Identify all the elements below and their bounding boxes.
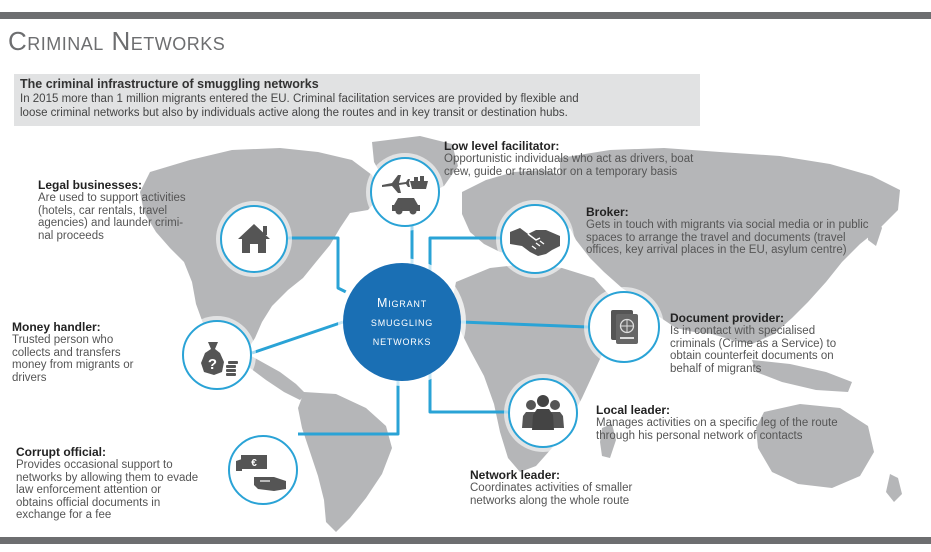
center-node: Migrant smuggling networks [343, 263, 461, 381]
node-legal [220, 205, 288, 273]
se-asia-shape [752, 360, 852, 392]
center-line-3: networks [372, 333, 432, 348]
transport-icon [382, 175, 428, 215]
label-doc: Document provider: Is in contact with sp… [670, 311, 890, 375]
label-corrupt-line-3: law enforcement attention or [16, 484, 162, 496]
label-low: Low level facilitator: Opportunistic ind… [444, 139, 774, 178]
label-legal-line-1: Are used to support activities [38, 192, 186, 204]
label-doc-line-4: behalf of migrants [670, 362, 762, 375]
svg-text:€: € [251, 458, 257, 469]
label-local-title: Local leader: [596, 403, 671, 417]
label-broker-line-3: offices, key arrival places in the EU, a… [586, 244, 847, 256]
connector-broker [428, 236, 500, 275]
japan-shape [868, 214, 882, 246]
node-local [508, 378, 578, 448]
label-doc-line-2: criminals (Crime as a Service) to [670, 337, 837, 350]
south-america-shape [298, 392, 392, 532]
label-legal-line-3: agencies) and launder crimi- [38, 217, 184, 229]
asia-shape [560, 148, 900, 344]
label-broker-line-2: spaces to arrange the travel and documen… [586, 231, 846, 244]
intro-line-1: In 2015 more than 1 million migrants ent… [20, 93, 579, 105]
australia-shape [756, 404, 874, 488]
label-money: Money handler: Trusted person who collec… [12, 320, 172, 384]
label-leader-line-2: networks along the whole route [470, 494, 630, 507]
label-corrupt-title: Corrupt official: [16, 445, 106, 459]
connector-lines [251, 225, 589, 436]
node-doc [588, 291, 660, 363]
svg-text:?: ? [208, 356, 217, 373]
node-corrupt: € [228, 435, 298, 505]
connector-local [428, 370, 510, 414]
label-legal-line-4: nal proceeds [38, 229, 104, 242]
money-bag-icon: ? [201, 342, 238, 376]
label-corrupt-line-1: Provides occasional support to [16, 459, 173, 471]
label-corrupt-line-2: networks by allowing them to evade [16, 471, 199, 484]
new-zealand-shape [886, 474, 902, 502]
africa-shape [452, 264, 614, 472]
label-broker: Broker: Gets in touch with migrants via … [586, 205, 926, 257]
label-low-line-2: crew, guide or translator on a temporary… [444, 165, 678, 178]
label-money-line-2: collects and transfers [12, 346, 121, 359]
label-low-title: Low level facilitator: [444, 139, 560, 153]
label-doc-line-3: obtain counterfeit documents on [670, 350, 834, 362]
label-legal-title: Legal businesses: [38, 178, 143, 192]
madagascar-shape [600, 424, 616, 458]
intro-heading: The criminal infrastructure of smuggling… [20, 77, 319, 91]
node-broker [500, 204, 570, 274]
label-money-line-1: Trusted person who [12, 334, 114, 346]
intro-line-2: loose criminal networks but also by indi… [20, 107, 568, 119]
label-local-line-2: through his personal network of contacts [596, 429, 803, 442]
bottom-bar [0, 537, 931, 544]
label-corrupt: Corrupt official: Provides occasional su… [16, 445, 226, 522]
label-money-line-4: drivers [12, 371, 47, 384]
label-leader-title: Network leader: [470, 468, 561, 482]
label-corrupt-line-5: exchange for a fee [16, 509, 112, 521]
bribe-icon: € [236, 455, 286, 491]
page-title: Criminal Networks [8, 26, 226, 56]
label-broker-title: Broker: [586, 205, 629, 219]
label-leader: Network leader: Coordinates activities o… [470, 468, 710, 507]
node-low [370, 157, 440, 227]
label-doc-line-1: Is in contact with specialised [670, 325, 816, 337]
label-local: Local leader: Manages activities on a sp… [596, 403, 896, 442]
group-icon [522, 395, 564, 430]
label-low-line-1: Opportunistic individuals who act as dri… [444, 153, 694, 165]
label-legal: Legal businesses: Are used to support ac… [38, 178, 213, 242]
connector-money [251, 320, 344, 355]
label-doc-title: Document provider: [670, 311, 785, 325]
label-money-line-3: money from migrants or [12, 359, 134, 371]
label-money-title: Money handler: [12, 320, 101, 334]
center-line-1: Migrant [376, 295, 427, 310]
label-broker-line-1: Gets in touch with migrants via social m… [586, 219, 869, 231]
handshake-icon [510, 228, 560, 256]
label-legal-line-2: (hotels, car rentals, travel [38, 204, 168, 217]
intro-box: The criminal infrastructure of smuggling… [14, 74, 700, 126]
center-line-2: smuggling [370, 314, 434, 329]
label-corrupt-line-4: obtains official documents in [16, 496, 161, 509]
connector-corrupt [298, 381, 400, 436]
top-bar [0, 12, 931, 19]
house-icon [238, 224, 270, 253]
connector-legal [288, 236, 347, 294]
label-leader-line-1: Coordinates activities of smaller [470, 482, 633, 494]
label-local-line-1: Manages activities on a specific leg of … [596, 417, 838, 429]
node-money: ? [182, 320, 252, 390]
central-america-shape [244, 352, 306, 400]
connector-doc [460, 320, 589, 329]
passport-icon [611, 310, 638, 344]
